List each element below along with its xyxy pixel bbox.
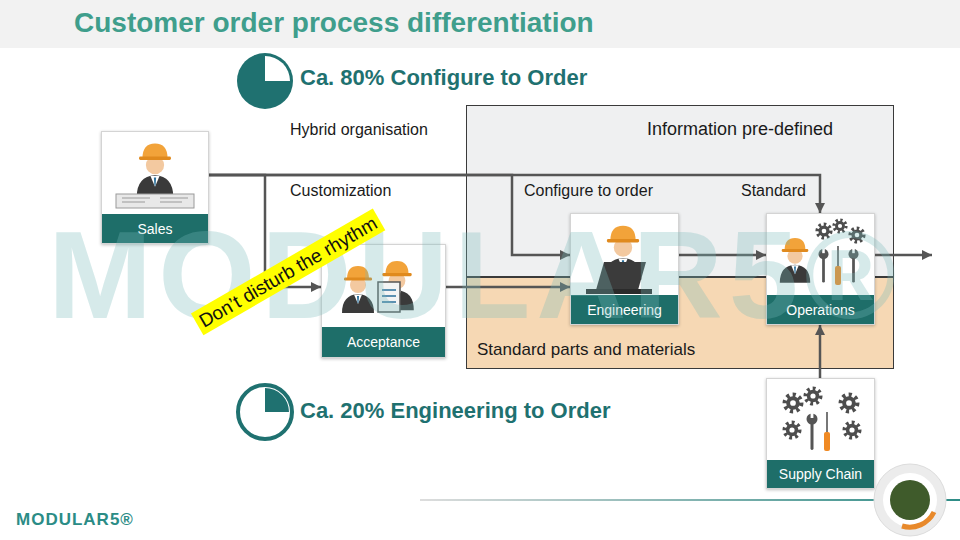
role-box: Supply Chain [766,378,875,489]
pie-slice [265,388,289,412]
role-box: Sales [101,131,209,244]
role-label: Supply Chain [767,460,874,488]
region-heading: Standard parts and materials [477,340,695,360]
pie-disc [237,53,293,109]
badge-ring [874,464,946,536]
flow-note: Hybrid organisation [290,122,428,138]
connector-label: Customization [290,182,391,200]
role-label: Operations [767,295,874,324]
role-box: Engineering [570,213,679,325]
logo-text: MODULAR5® [16,511,134,528]
pie-disc [238,385,292,439]
pie-slice [265,56,290,81]
role-label: Acceptance [322,327,445,357]
region-heading: Information pre-defined [647,119,833,140]
badge-arc [902,512,934,527]
share-heading: Ca. 80% Configure to Order [300,67,587,89]
share-heading: Ca. 20% Engineering to Order [300,400,611,422]
footer-line [420,499,960,501]
connector-label: Configure to order [524,182,653,200]
role-label: Sales [102,214,208,243]
role-box: Operations [766,213,875,325]
role-label: Engineering [571,295,678,324]
pie-icon-80 [237,53,293,109]
slide-title: Customer order process differentiation [74,5,594,41]
role-box: Acceptance [321,244,446,358]
connector-label: Standard [741,182,806,200]
badge-core [890,480,930,520]
badge-inner [883,473,937,527]
pie-icon-20 [238,385,292,439]
badge-logo [874,464,946,536]
title-bar [0,0,960,48]
